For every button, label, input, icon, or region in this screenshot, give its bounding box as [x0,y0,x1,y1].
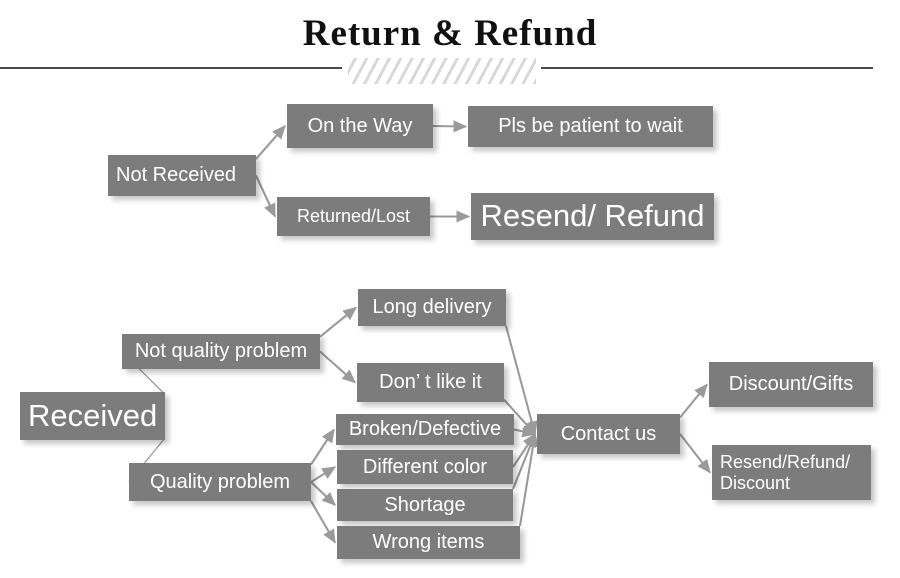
flow-node-resend-refund-discount: Resend/Refund/ Discount [712,445,871,500]
flow-node-different-color: Different color [337,450,513,484]
flow-node-discount-gifts: Discount/Gifts [709,362,873,407]
flow-node-resend-refund: Resend/ Refund [471,193,714,240]
divider-hatch-icon [348,58,536,84]
connector-wrong-items-to-contact-us [518,432,539,527]
connector-quality-to-wrong-items [310,500,336,544]
flow-node-shortage: Shortage [337,489,513,521]
connector-contact-us-to-resend-refund-discount [679,433,711,474]
hatched-divider [0,58,900,84]
connector-not-quality-to-dont-like [319,350,356,384]
connector-quality-to-different-color [310,466,337,483]
flow-node-on-the-way: On the Way [287,104,433,148]
flow-node-returned-lost: Returned/Lost [277,197,430,236]
flow-node-wrong-items: Wrong items [337,526,520,559]
connector-contact-us-to-discount-gifts [679,383,708,419]
flow-node-dont-like: Don’ t like it [357,363,504,402]
connector-quality-to-broken-defective [310,428,335,466]
flow-node-not-received: Not Received [108,155,256,196]
connector-long-delivery-to-contact-us [504,325,538,436]
flow-node-not-quality: Not quality problem [122,334,320,369]
divider-rule-right [541,67,873,69]
page-title: Return & Refund [302,13,598,54]
flow-node-broken-defective: Broken/Defective [336,414,514,445]
flow-node-long-delivery: Long delivery [358,289,506,326]
flow-node-pls-be-patient: Pls be patient to wait [468,106,713,147]
divider-rule-left [0,67,342,69]
connector-not-received-to-returned-lost [255,175,276,218]
connector-quality-to-shortage [310,481,336,506]
flow-node-quality: Quality problem [129,463,311,501]
connector-on-the-way-to-pls-be-patient [432,120,468,133]
flow-node-received: Received [20,392,165,440]
connector-not-quality-to-long-delivery [319,306,357,338]
connector-not-received-to-on-the-way [255,125,286,160]
flow-node-contact-us: Contact us [537,414,680,454]
